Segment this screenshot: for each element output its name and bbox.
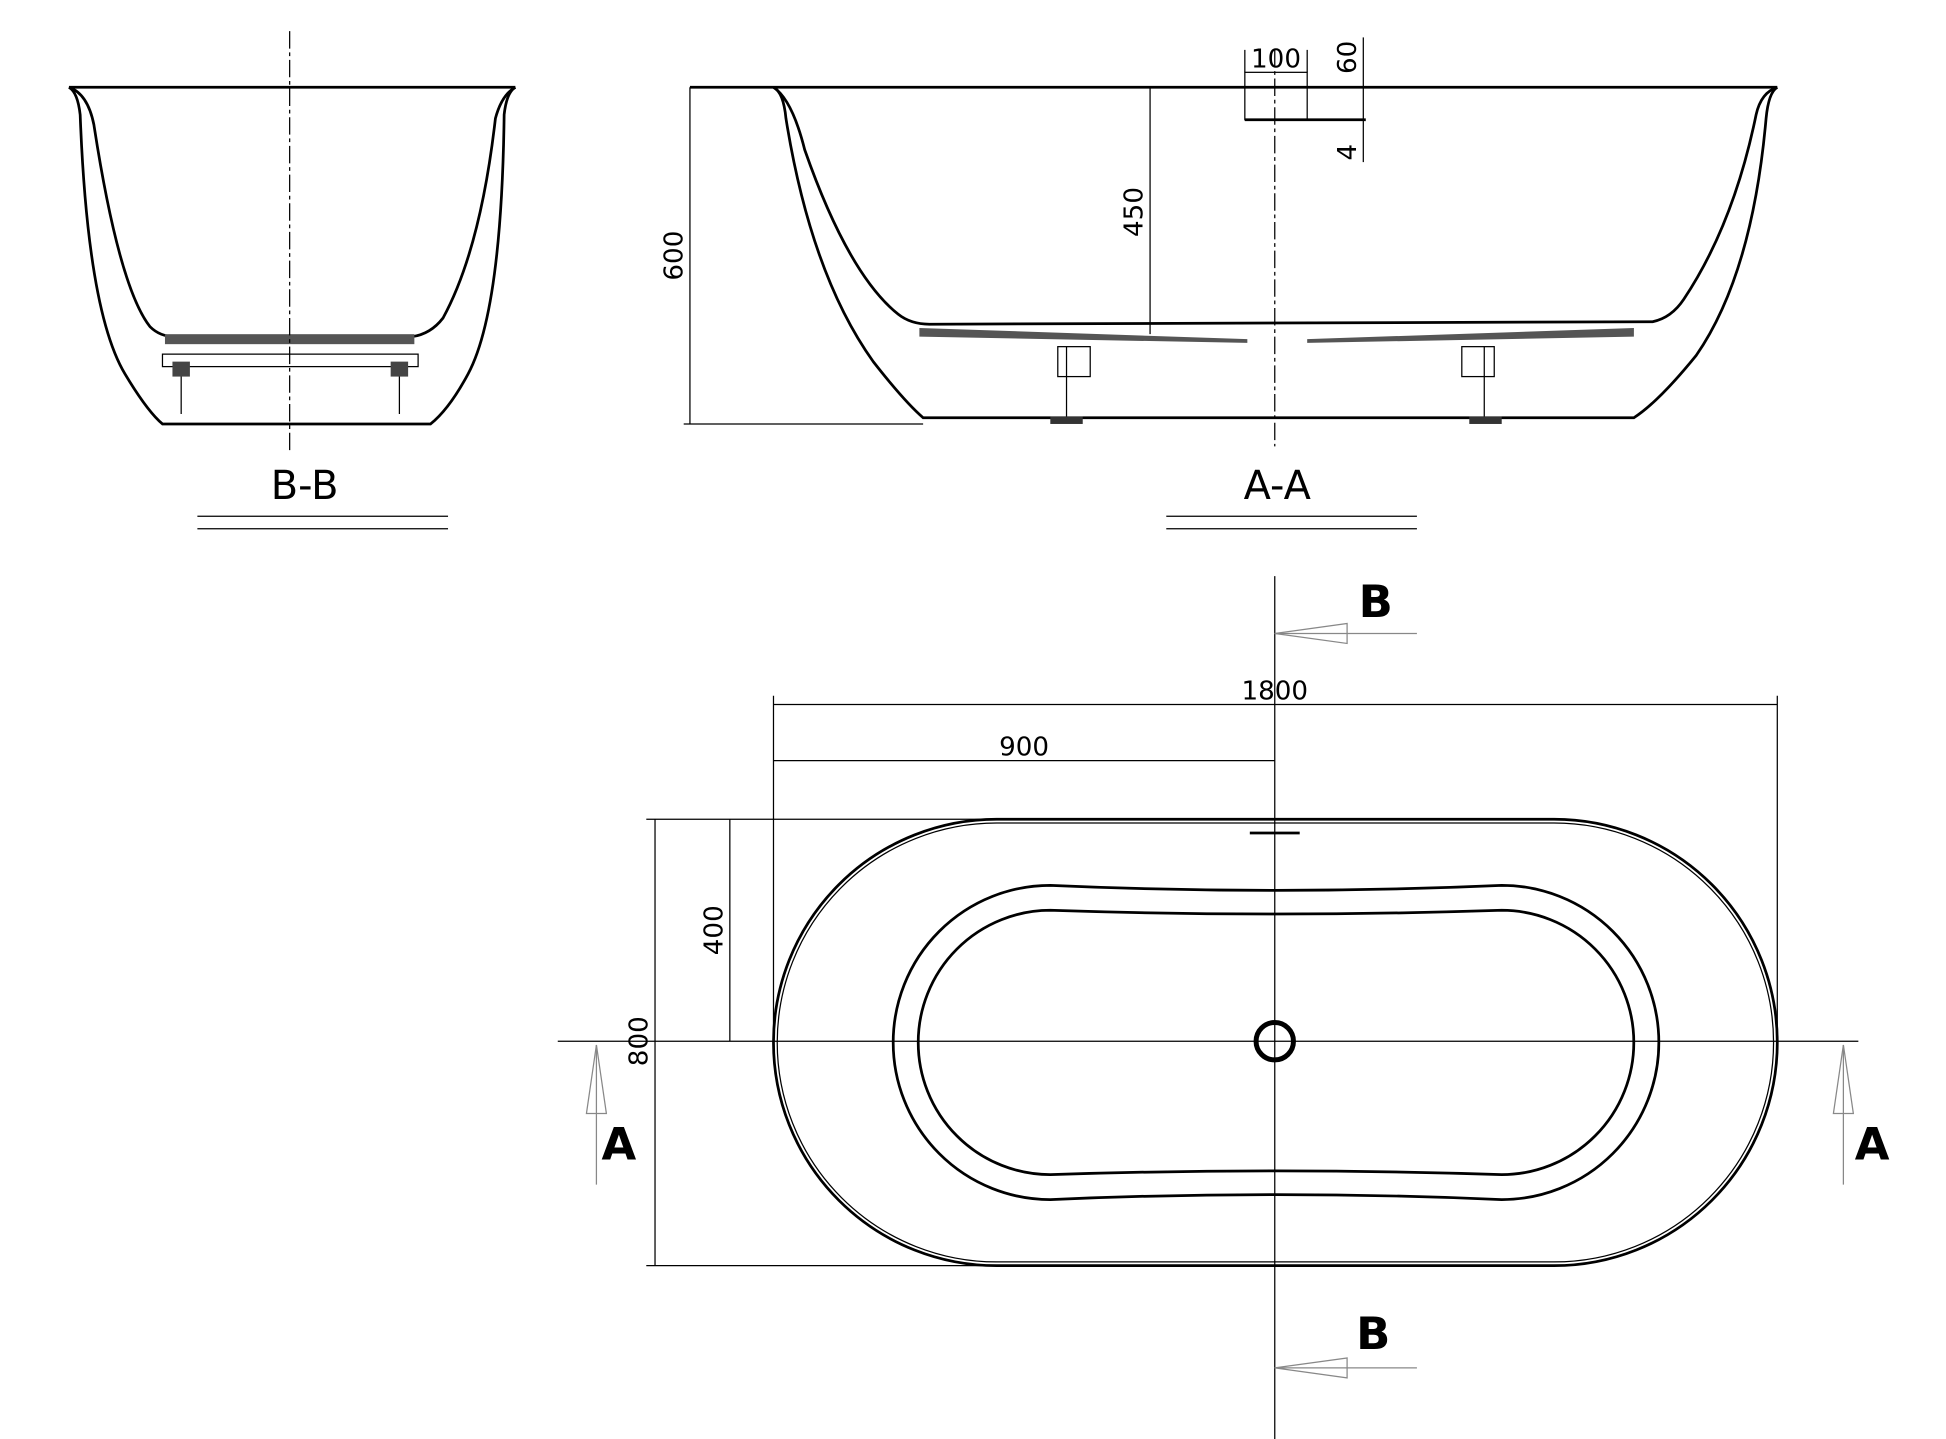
dim-overflow-width: 100 [1251,44,1301,74]
marker-a-right: A [1855,1118,1890,1171]
dim-total-height: 600 [659,231,689,281]
section-arrow-b-top: B [1274,575,1417,645]
dim-overflow-height: 60 [1333,41,1363,74]
section-bb-view: B-B [68,31,517,530]
section-arrow-a-left: A [585,1044,636,1185]
section-aa-view: 600 450 100 60 4 A-A [659,37,1779,530]
dim-half-length: 900 [999,733,1049,763]
dim-water-depth: 450 [1120,187,1150,237]
plan-view: 1800 900 400 800 B B A A [557,575,1890,1439]
section-arrow-a-right: A [1832,1044,1890,1185]
dim-length: 1800 [1241,677,1308,707]
marker-b-bottom: B [1356,1307,1390,1360]
marker-b-top: B [1359,575,1393,628]
section-bb-label: B-B [271,463,339,509]
section-aa-label: A-A [1244,463,1311,509]
dim-overflow-gap: 4 [1333,144,1363,161]
dim-width: 800 [625,1016,655,1066]
marker-a-left: A [601,1118,636,1171]
dim-half-width: 400 [699,905,729,955]
section-arrow-b-bottom: B [1274,1307,1417,1379]
